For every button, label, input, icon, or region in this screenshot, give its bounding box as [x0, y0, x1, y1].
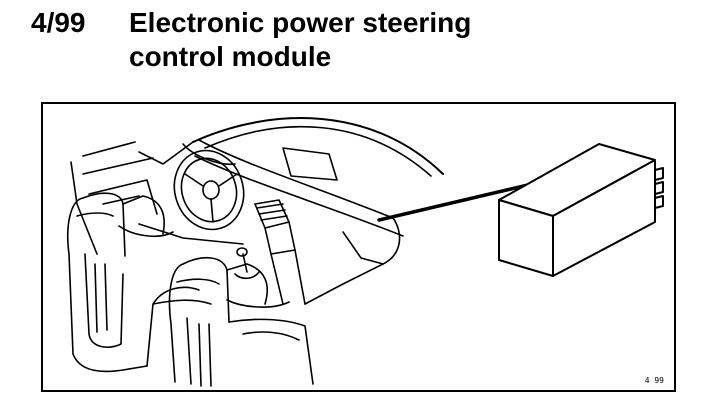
figure-frame: 4 99 — [41, 102, 676, 392]
title-line-2: control module — [129, 41, 332, 72]
figure-illustration — [66, 117, 664, 387]
page-title: Electronic power steering control module — [129, 6, 471, 74]
control-module-icon — [498, 143, 664, 277]
title-line-1: Electronic power steering — [129, 7, 472, 38]
reference-number: 4/99 — [31, 7, 86, 38]
figure-code: 4 99 — [644, 376, 664, 385]
car-interior-illustration — [66, 117, 444, 387]
